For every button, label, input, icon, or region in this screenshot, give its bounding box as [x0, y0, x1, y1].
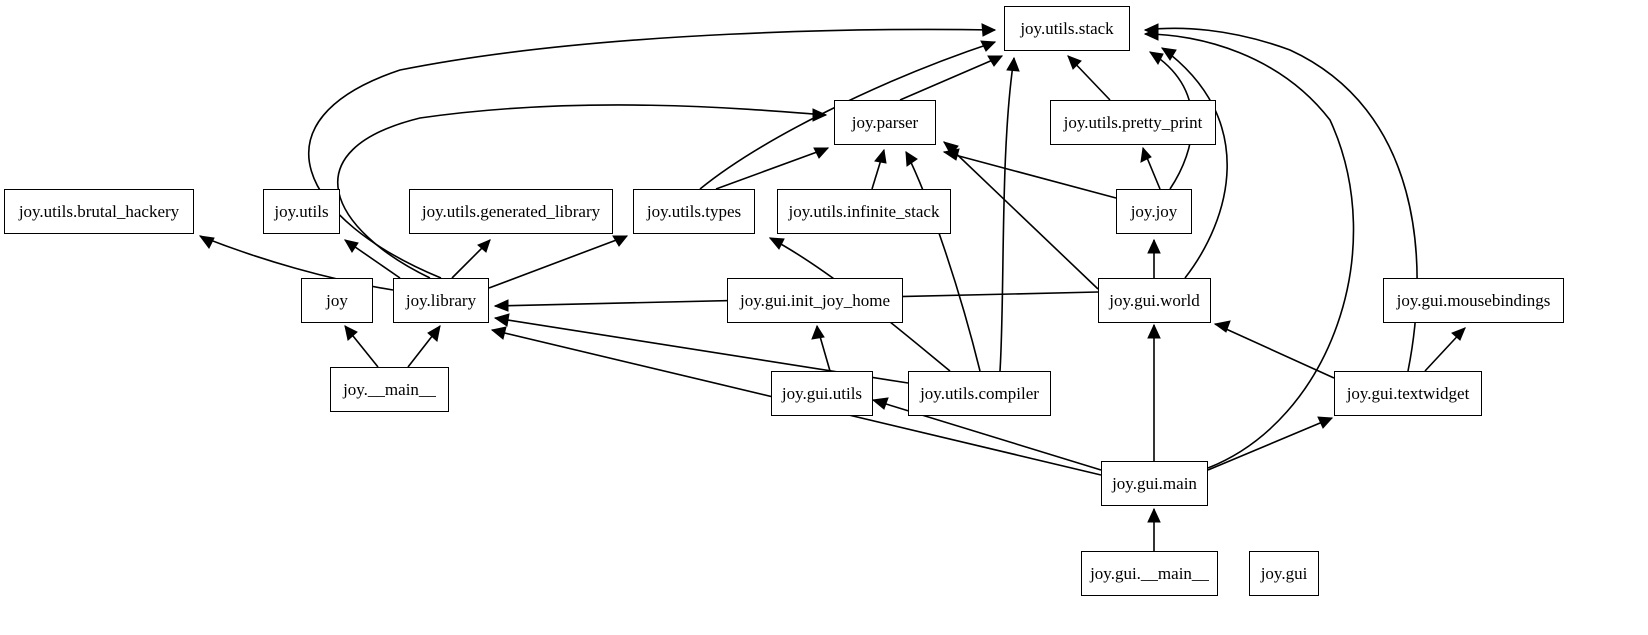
arrowhead	[427, 325, 441, 342]
arrowhead	[493, 313, 510, 327]
arrowhead	[874, 148, 887, 164]
edge-joy-library-to-joy-utils-types	[488, 235, 628, 289]
node-label: joy.gui	[1260, 564, 1308, 583]
node-label: joy	[326, 291, 348, 310]
node-label: joy.gui.__main__	[1090, 564, 1209, 583]
node-label: joy.gui.mousebindings	[1396, 291, 1551, 310]
edge-joy-library-to-joy-utils-stack	[307, 28, 996, 279]
node-label: joy.gui.utils	[781, 384, 863, 403]
edge-parser-to-stack	[899, 55, 1003, 101]
node-joy-gui-textwidget[interactable]: joy.gui.textwidget	[1334, 371, 1482, 416]
node-joy-gui-utils[interactable]: joy.gui.utils	[771, 371, 873, 416]
arrowhead	[1317, 416, 1334, 429]
edge-joy-joy-to-parser	[943, 151, 1117, 199]
arrowhead	[1147, 323, 1161, 339]
node-label: joy.utils	[274, 202, 329, 221]
arrowhead	[905, 151, 918, 167]
node-joy-library[interactable]: joy.library	[393, 278, 489, 323]
edge-gui-main-to-stack	[1144, 33, 1355, 469]
arrowhead	[768, 237, 785, 250]
arrowhead	[198, 235, 215, 249]
node-label: joy.gui.textwidget	[1346, 384, 1470, 403]
edge-types-to-parser	[715, 147, 829, 190]
arrowhead	[1067, 55, 1082, 70]
edge-world-to-parser	[943, 141, 1099, 290]
node-label: joy.parser	[851, 113, 919, 132]
arrowhead	[942, 141, 959, 156]
edge-world-to-stack	[1161, 47, 1228, 279]
edge-joy-library-to-joy-parser	[337, 104, 827, 279]
node-joy-utils-pretty-print[interactable]: joy.utils.pretty_print	[1050, 100, 1216, 145]
node-joy-utils-brutal-hackery[interactable]: joy.utils.brutal_hackery	[4, 189, 194, 234]
node-label: joy.utils.brutal_hackery	[18, 202, 180, 221]
arrowhead	[811, 324, 825, 340]
arrowhead	[813, 147, 830, 159]
node-label: joy.utils.types	[646, 202, 742, 221]
arrowhead	[981, 23, 997, 37]
node-label: joy.utils.compiler	[920, 384, 1039, 403]
arrowhead	[1147, 507, 1161, 523]
node-joy-gui-dunder-main[interactable]: joy.gui.__main__	[1081, 551, 1218, 596]
edge-types-to-stack	[699, 41, 996, 190]
arrowhead	[612, 235, 629, 247]
arrowhead	[1213, 320, 1231, 333]
node-label: joy.gui.main	[1112, 474, 1197, 493]
node-label: joy.joy	[1130, 202, 1178, 221]
arrowhead	[1148, 51, 1164, 65]
arrowhead	[1160, 47, 1177, 61]
node-joy-utils-compiler[interactable]: joy.utils.compiler	[908, 371, 1051, 416]
arrowhead	[1143, 27, 1159, 41]
node-joy[interactable]: joy	[301, 278, 373, 323]
node-label: joy.utils.stack	[1020, 19, 1114, 38]
node-label: joy.utils.generated_library	[421, 202, 601, 221]
node-joy-utils-types[interactable]: joy.utils.types	[633, 189, 755, 234]
node-label: joy.utils.infinite_stack	[788, 202, 940, 221]
edge-textwidget-to-world	[1214, 323, 1335, 379]
node-joy-parser[interactable]: joy.parser	[834, 100, 936, 145]
arrowhead	[871, 397, 889, 410]
node-label: joy.gui.world	[1109, 291, 1200, 310]
node-joy-gui[interactable]: joy.gui	[1249, 551, 1319, 596]
node-joy-gui-init-joy-home[interactable]: joy.gui.init_joy_home	[727, 278, 903, 323]
node-joy-gui-main[interactable]: joy.gui.main	[1101, 461, 1208, 506]
edge-compiler-to-parser	[905, 151, 981, 372]
node-joy-utils-generated-library[interactable]: joy.utils.generated_library	[409, 189, 613, 234]
node-joy-utils-stack[interactable]: joy.utils.stack	[1004, 6, 1130, 51]
node-label: joy.gui.init_joy_home	[739, 291, 890, 310]
arrowhead	[1147, 238, 1161, 254]
arrowhead	[980, 40, 997, 52]
edges	[198, 23, 1466, 551]
node-joy-dunder-main[interactable]: joy.__main__	[330, 367, 449, 412]
node-label: joy.__main__	[343, 380, 436, 399]
node-joy-gui-world[interactable]: joy.gui.world	[1098, 278, 1211, 323]
arrowhead	[1451, 327, 1466, 341]
arrowhead	[477, 239, 491, 253]
node-label: joy.utils.pretty_print	[1063, 113, 1203, 132]
arrowhead	[344, 325, 358, 341]
arrowhead	[493, 299, 509, 312]
arrowhead	[1006, 56, 1020, 72]
arrowhead	[343, 239, 359, 253]
node-joy-gui-mousebindings[interactable]: joy.gui.mousebindings	[1383, 278, 1564, 323]
arrowhead	[1140, 146, 1152, 163]
edge-gui-main-to-textwidget	[1207, 417, 1333, 471]
node-joy-utils[interactable]: joy.utils	[263, 189, 340, 234]
edge-compiler-to-stack	[999, 57, 1015, 372]
arrowhead	[987, 55, 1004, 67]
node-label: joy.library	[405, 291, 477, 310]
arrowhead	[490, 326, 507, 340]
node-joy-joy[interactable]: joy.joy	[1116, 189, 1192, 234]
node-joy-utils-infinite-stack[interactable]: joy.utils.infinite_stack	[777, 189, 951, 234]
